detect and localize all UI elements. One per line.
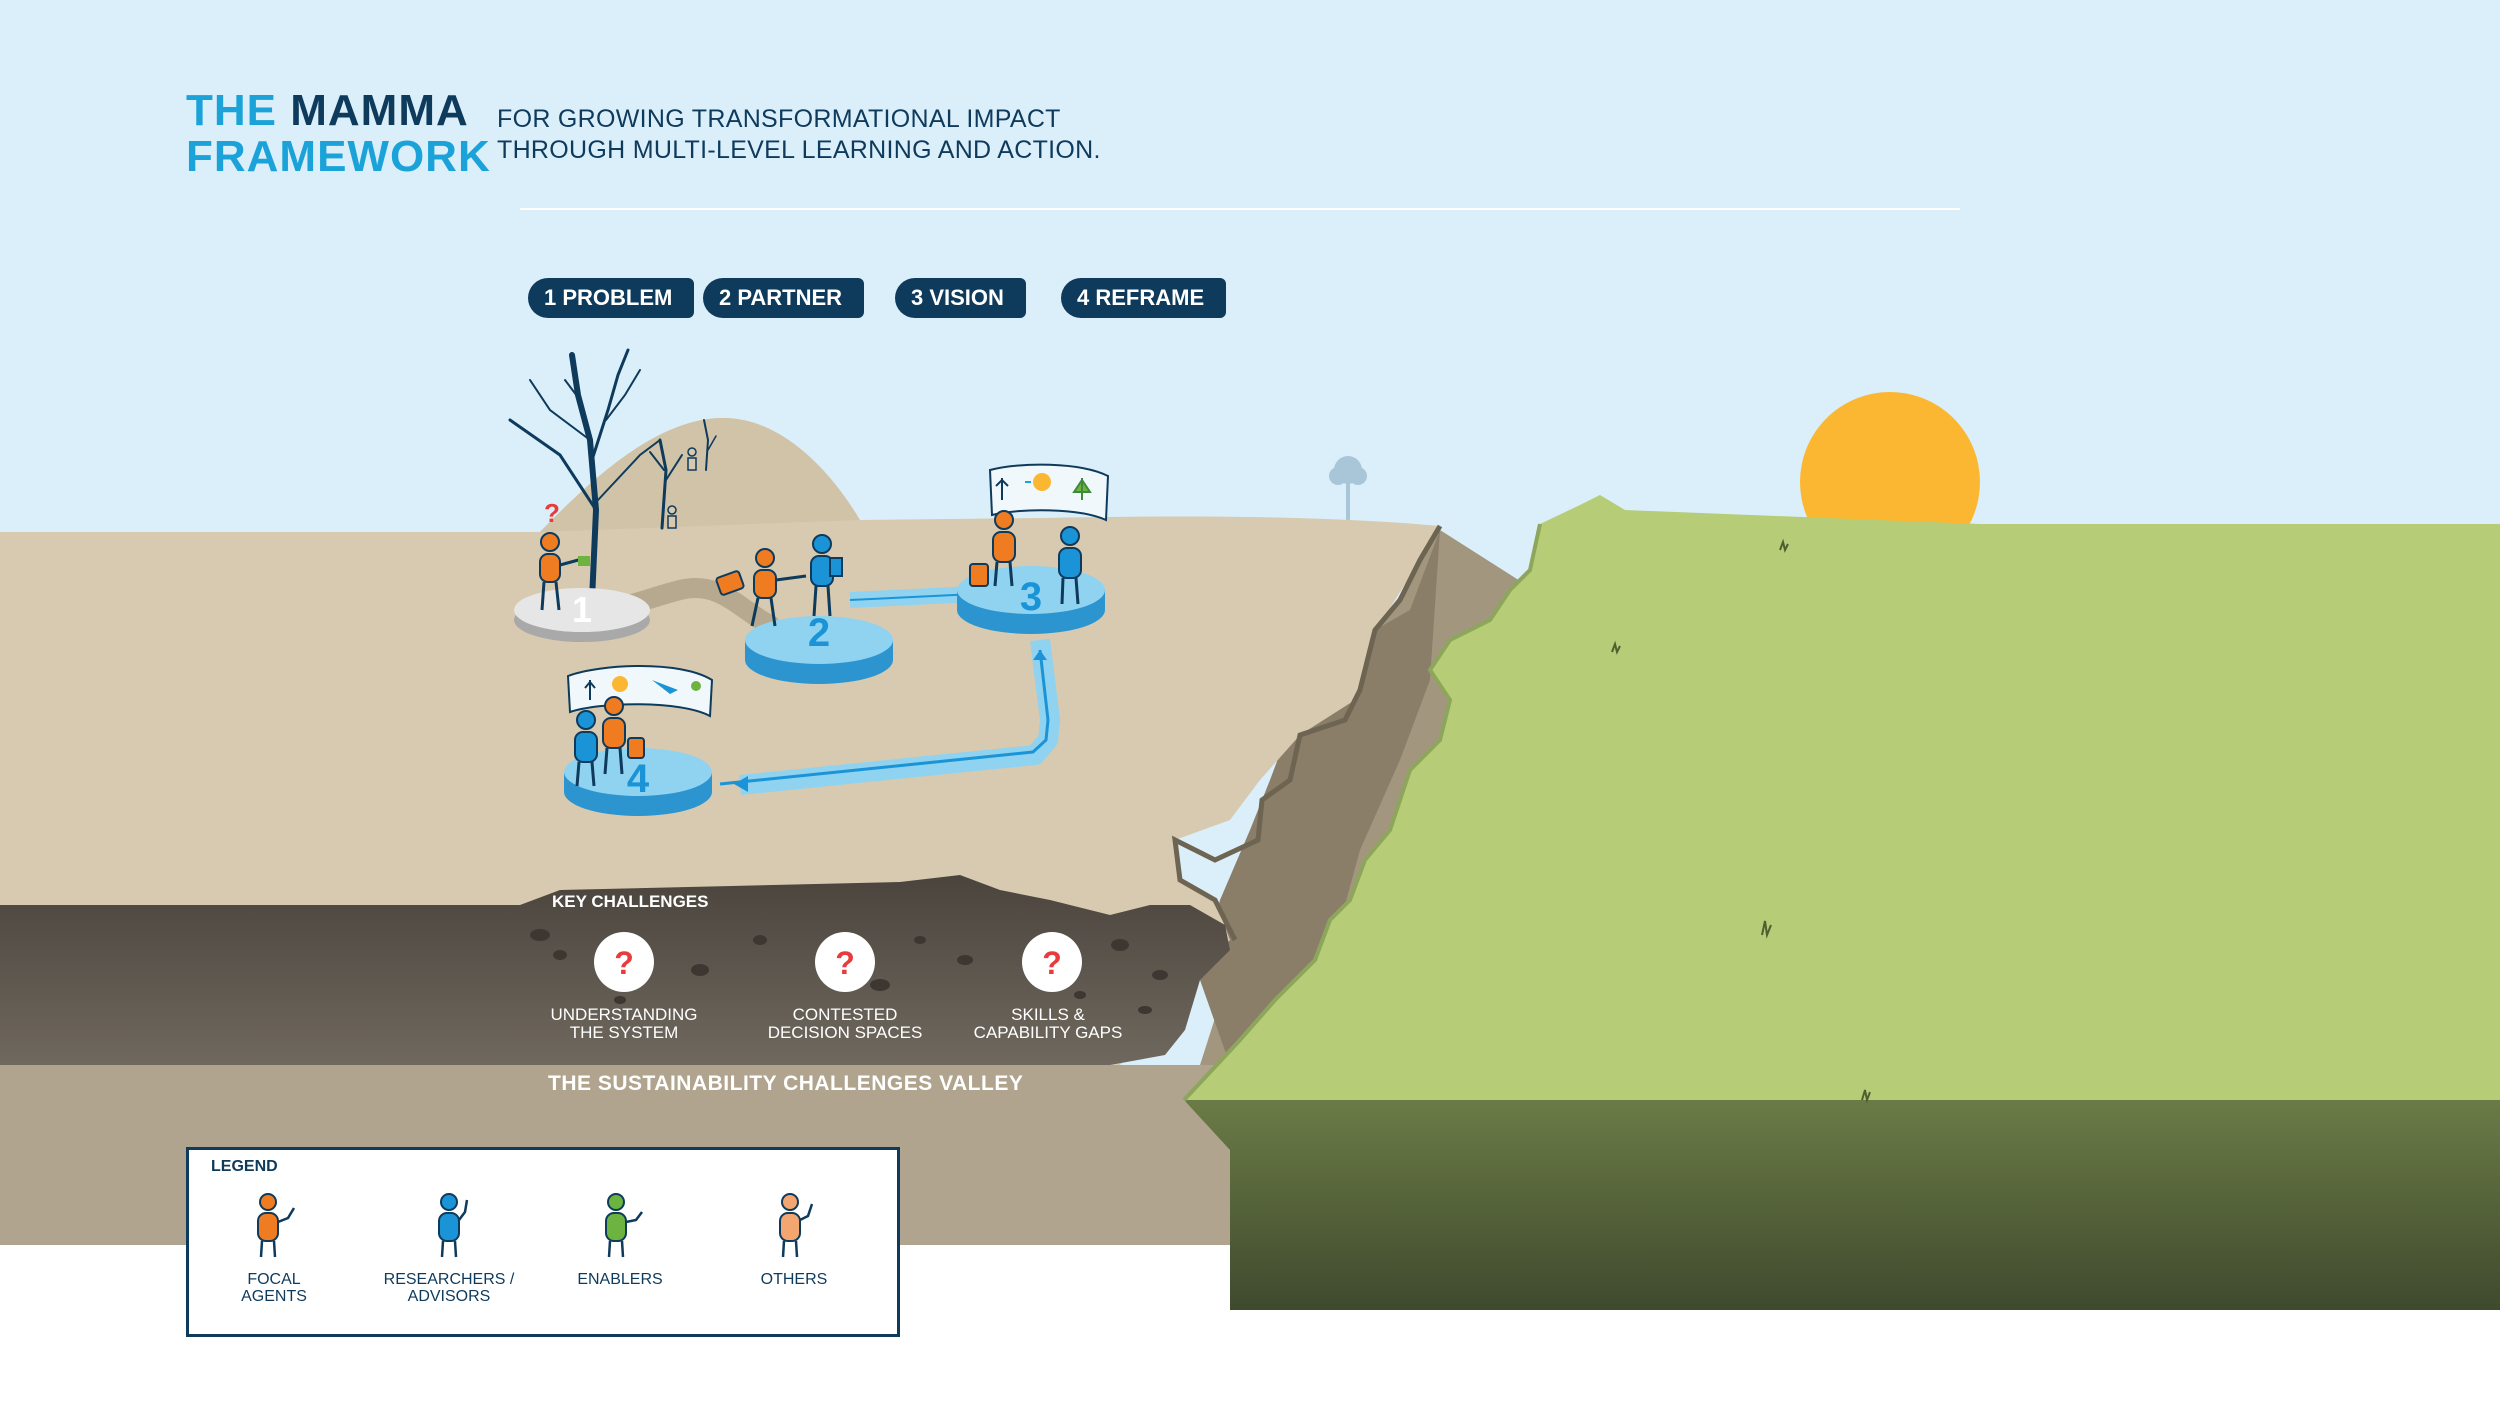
person-icon xyxy=(691,681,701,691)
svg-text:?: ? xyxy=(614,945,634,981)
challenge-icon-2: ? xyxy=(815,932,875,992)
platform-4 xyxy=(564,748,712,816)
legend-label-others: OTHERS xyxy=(760,1271,828,1288)
legend-item-focal-agents: FOCAL AGENTS xyxy=(189,1190,359,1305)
title-word-framework: FRAMEWORK xyxy=(186,132,491,181)
step-pill-problem: 1 PROBLEM xyxy=(528,278,695,318)
flow-arrows xyxy=(719,586,1060,795)
focal-agent-icon xyxy=(257,1193,296,1258)
legend-item-others: OTHERS xyxy=(709,1190,879,1288)
subtitle-line-2: THROUGH MULTI-LEVEL LEARNING AND ACTION. xyxy=(497,136,1101,164)
legend-label-enablers: ENABLERS xyxy=(577,1271,663,1288)
cliff-cracks xyxy=(1171,524,1443,942)
sapling-icon xyxy=(584,680,596,700)
platform-3 xyxy=(957,566,1105,634)
focal-agent-questioning: ? xyxy=(539,498,590,611)
platform-3-number: 3 xyxy=(1020,575,1042,619)
legend-title: LEGEND xyxy=(211,1158,278,1175)
enabler-icon xyxy=(605,1193,643,1258)
challenge-2-line-2: DECISION SPACES xyxy=(767,1023,923,1042)
challenge-2-line-1: CONTESTED xyxy=(792,1005,898,1024)
soil-rocks xyxy=(530,929,1168,1014)
challenge-icon-1: ? xyxy=(594,932,654,992)
green-plateau-top xyxy=(1184,495,2500,1100)
vision-board-4 xyxy=(566,665,714,718)
vision-board-3 xyxy=(988,463,1110,522)
platform-4-number: 4 xyxy=(627,757,650,801)
platform-2-number: 2 xyxy=(808,611,830,655)
distant-tree xyxy=(1329,456,1367,522)
tree-icon xyxy=(1072,478,1092,500)
framework-subtitle: FOR GROWING TRANSFORMATIONAL IMPACT THRO… xyxy=(497,104,1101,166)
background-figures xyxy=(667,447,697,529)
challenge-3-line-1: SKILLS & xyxy=(1011,1005,1085,1024)
framework-title: THE MAMMA FRAMEWORK xyxy=(186,88,491,180)
platform-1 xyxy=(514,588,650,642)
green-cliff-edge xyxy=(1182,523,1542,1102)
step-pill-reframe: 4 REFRAME xyxy=(1061,278,1227,318)
sapling-icon xyxy=(995,478,1009,500)
challenge-label-2: CONTESTED DECISION SPACES xyxy=(715,1006,975,1042)
reframe-group xyxy=(574,696,645,787)
challenge-3-line-2: CAPABILITY GAPS xyxy=(973,1023,1123,1042)
challenge-1-line-1: UNDERSTANDING xyxy=(550,1005,698,1024)
dead-tree-large xyxy=(508,348,661,603)
left-hill xyxy=(540,417,860,532)
grass-tufts xyxy=(1611,538,1871,1104)
challenge-label-3: SKILLS & CAPABILITY GAPS xyxy=(918,1006,1178,1042)
legend-label-focal-line-1: FOCAL xyxy=(247,1271,301,1288)
platform-2 xyxy=(745,616,893,684)
legend-label-researchers-line-1: RESEARCHERS / xyxy=(383,1271,515,1288)
lightbulb-icon xyxy=(612,676,628,692)
gorge-shadow xyxy=(1200,530,1440,1065)
svg-text:?: ? xyxy=(1042,945,1062,981)
step-pill-vision: 3 VISION xyxy=(895,278,1026,318)
legend-label-researchers-line-2: ADVISORS xyxy=(407,1288,491,1305)
subtitle-line-1: FOR GROWING TRANSFORMATIONAL IMPACT xyxy=(497,105,1061,133)
partner-group xyxy=(715,534,843,627)
legend-item-enablers: ENABLERS xyxy=(535,1190,705,1288)
challenge-icon-3: ? xyxy=(1022,932,1082,992)
key-challenges-title: KEY CHALLENGES xyxy=(552,892,709,911)
vision-group xyxy=(969,510,1082,605)
lightbulb-icon xyxy=(1033,473,1051,491)
plane-icon xyxy=(652,680,678,694)
title-divider xyxy=(520,208,1960,210)
svg-text:?: ? xyxy=(835,945,855,981)
title-word-the: THE xyxy=(186,86,277,135)
valley-label: THE SUSTAINABILITY CHALLENGES VALLEY xyxy=(548,1072,1024,1095)
platform-1-number: 1 xyxy=(572,589,592,630)
challenge-label-1: UNDERSTANDING THE SYSTEM xyxy=(494,1006,754,1042)
step-pill-partner: 2 PARTNER xyxy=(703,278,865,318)
legend-item-researchers: RESEARCHERS / ADVISORS xyxy=(364,1190,534,1305)
challenge-1-line-2: THE SYSTEM xyxy=(569,1023,679,1042)
legend-label-focal-line-2: AGENTS xyxy=(241,1288,307,1305)
researcher-icon xyxy=(438,1193,469,1258)
green-cliff-side xyxy=(1184,1100,2500,1310)
dead-tree-small xyxy=(649,419,717,530)
legend: LEGEND FOCAL AGENTS RESEARCHERS / ADVISO… xyxy=(186,1147,900,1337)
question-mark-icon: ? xyxy=(544,498,560,528)
title-word-mamma: MAMMA xyxy=(290,86,469,135)
other-person-icon xyxy=(779,1193,814,1258)
